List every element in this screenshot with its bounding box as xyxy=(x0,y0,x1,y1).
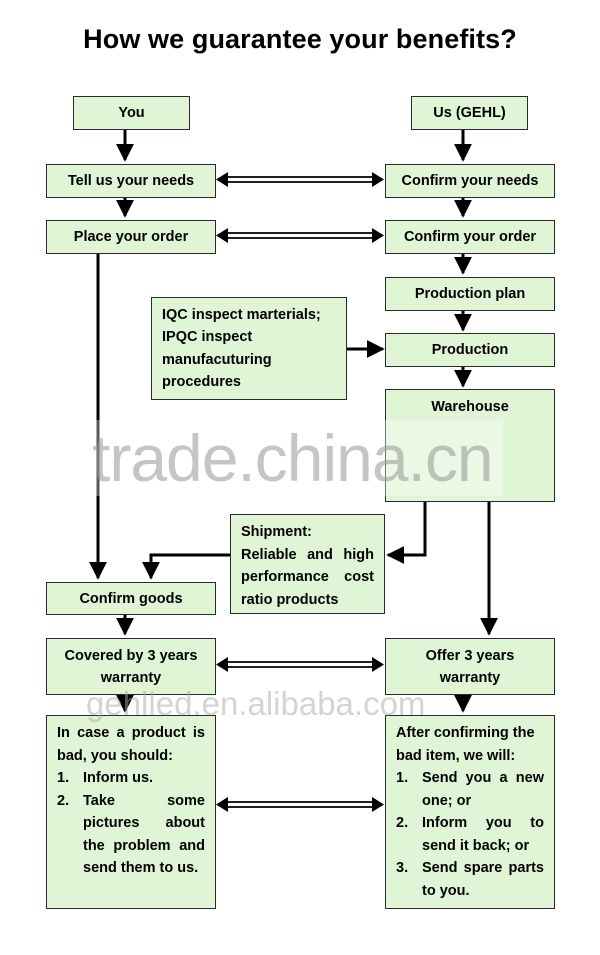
double-arrow-problem xyxy=(216,797,384,812)
offer-warranty-box: Offer 3 years warranty xyxy=(385,638,555,695)
production-label: Production xyxy=(431,342,509,358)
arrow-shipment-to-goods xyxy=(142,553,230,580)
us-box: Us (GEHL) xyxy=(411,96,528,130)
bad-product-steps: 1.Inform us. 2.Take some pictures about … xyxy=(57,767,205,880)
iqc-line3: manufacuturing xyxy=(162,351,272,368)
iqc-box: IQC inspect marterials; IPQC inspect man… xyxy=(151,297,347,400)
shipment-line3: performance cost xyxy=(241,569,374,585)
iqc-line4: procedures xyxy=(162,374,241,390)
warehouse-box: Warehouse xyxy=(385,389,555,502)
after-step-1: 1.Send you a new one; or xyxy=(396,770,544,809)
covered-warranty-line2: warranty xyxy=(100,669,162,686)
production-plan-box: Production plan xyxy=(385,277,555,311)
confirm-goods-box: Confirm goods xyxy=(46,582,216,615)
place-order-box: Place your order xyxy=(46,220,216,254)
offer-warranty-line2: warranty xyxy=(439,669,501,686)
production-box: Production xyxy=(385,333,555,367)
production-plan-label: Production plan xyxy=(414,286,526,302)
iqc-line1: IQC inspect marterials; xyxy=(162,306,321,323)
covered-warranty-box: Covered by 3 years warranty xyxy=(46,638,216,695)
confirm-goods-label: Confirm goods xyxy=(79,590,183,607)
double-arrow-warranty xyxy=(216,657,384,672)
iqc-line2: IPQC inspect xyxy=(162,329,253,345)
bad-step-1: 1.Inform us. xyxy=(57,770,154,786)
arrow-warehouse-to-shipment xyxy=(386,502,427,564)
shipment-line2: Reliable and high xyxy=(241,546,374,563)
bad-product-intro: In case a product is bad, you should: xyxy=(57,725,205,764)
tell-needs-box: Tell us your needs xyxy=(46,164,216,198)
double-arrow-needs xyxy=(216,172,384,187)
page-title: How we guarantee your benefits? xyxy=(83,24,517,54)
confirm-needs-box: Confirm your needs xyxy=(385,164,555,198)
after-step-3: 3.Send spare parts to you. xyxy=(396,860,544,899)
offer-warranty-line1: Offer 3 years xyxy=(425,647,515,664)
bad-product-box: In case a product is bad, you should: 1.… xyxy=(46,715,216,909)
after-confirming-box: After confirming the bad item, we will: … xyxy=(385,715,555,909)
confirm-needs-label: Confirm your needs xyxy=(401,173,539,189)
shipment-line4: ratio products xyxy=(241,591,339,608)
confirm-order-box: Confirm your order xyxy=(385,220,555,254)
bad-step-2: 2.Take some pictures about the problem a… xyxy=(57,792,205,877)
us-label: Us (GEHL) xyxy=(433,105,506,121)
shipment-line1: Shipment: xyxy=(241,524,312,540)
you-box: You xyxy=(73,96,190,130)
warehouse-label: Warehouse xyxy=(431,399,509,415)
place-order-label: Place your order xyxy=(73,229,189,245)
watermark-gehlled: gehlled.en.alibaba.com xyxy=(86,685,426,722)
tell-needs-label: Tell us your needs xyxy=(67,173,195,189)
double-arrow-order xyxy=(216,228,384,243)
confirm-order-label: Confirm your order xyxy=(403,229,537,245)
shipment-box: Shipment: Reliable and high performance … xyxy=(230,514,385,614)
after-step-2: 2.Inform you to send it back; or xyxy=(396,815,544,854)
after-confirming-steps: 1.Send you a new one; or 2.Inform you to… xyxy=(396,767,544,902)
after-confirming-intro: After confirming the bad item, we will: xyxy=(396,725,535,764)
you-label: You xyxy=(118,105,145,121)
covered-warranty-line1: Covered by 3 years xyxy=(64,647,198,664)
watermark-trade-china: trade.china.cn xyxy=(82,420,503,496)
